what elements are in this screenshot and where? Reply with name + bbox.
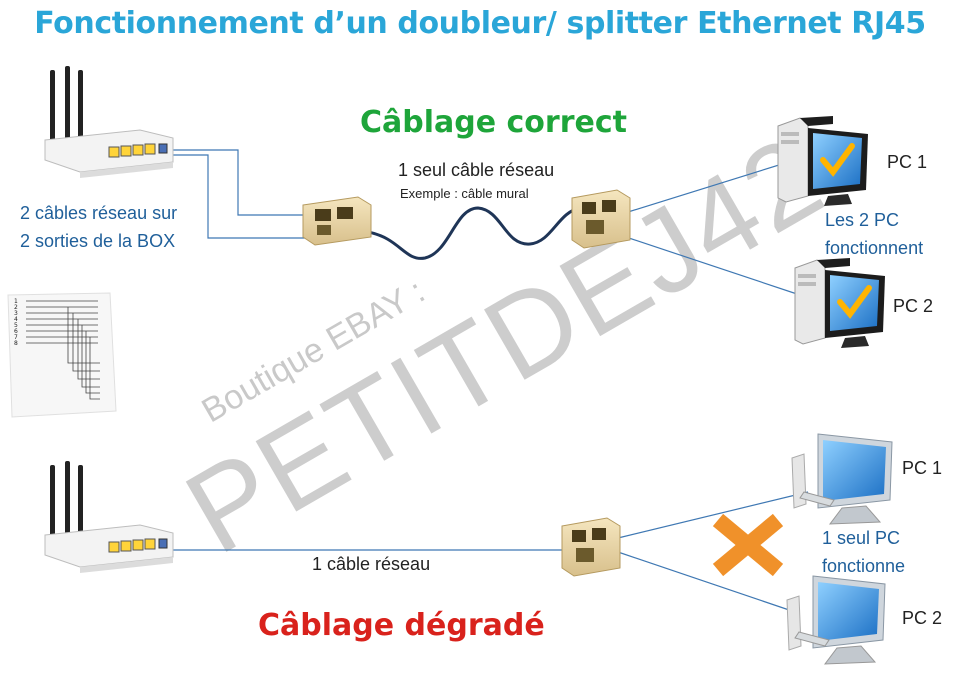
top-cable-example: Exemple : câble mural [400,186,529,201]
cross-icon [712,513,784,577]
splitter-left [302,196,372,246]
svg-text:3: 3 [14,310,18,317]
wall-cable [367,206,581,260]
svg-text:1: 1 [14,298,18,305]
pc-bottom-1 [791,433,893,525]
page-title: Fonctionnement d’un doubleur/ splitter E… [34,6,926,41]
splitter-bottom [561,517,621,577]
router-bottom [44,461,174,573]
box-label-line2: 2 sorties de la BOX [20,231,176,251]
bottom-cables [168,491,809,613]
bottom-pc1-label: PC 1 [902,458,943,478]
svg-text:6: 6 [14,328,18,335]
top-status-line2: fonctionnent [825,238,924,258]
top-pc2-label: PC 2 [893,296,934,316]
box-label-line1: 2 câbles réseau sur [20,203,178,223]
svg-text:8: 8 [14,340,18,347]
svg-text:5: 5 [14,322,18,329]
pc-top-2 [794,258,885,348]
pc-bottom-2 [786,575,886,665]
svg-text:2: 2 [14,304,18,311]
heading-degraded: Câblage dégradé [258,608,545,643]
top-cables [168,149,801,296]
svg-text:7: 7 [14,334,18,341]
top-cable-label: 1 seul câble réseau [398,160,555,180]
svg-text:4: 4 [14,316,18,323]
bottom-cable-label: 1 câble réseau [312,554,431,574]
bottom-status-line1: 1 seul PC [822,528,901,548]
splitter-right [571,189,631,249]
router-top [44,66,174,178]
heading-correct: Câblage correct [360,105,627,140]
bottom-pc2-label: PC 2 [902,608,943,628]
top-pc1-label: PC 1 [887,152,928,172]
top-status-line1: Les 2 PC [825,210,900,230]
pc-top-1 [777,116,868,206]
bottom-status-line2: fonctionne [822,556,906,576]
